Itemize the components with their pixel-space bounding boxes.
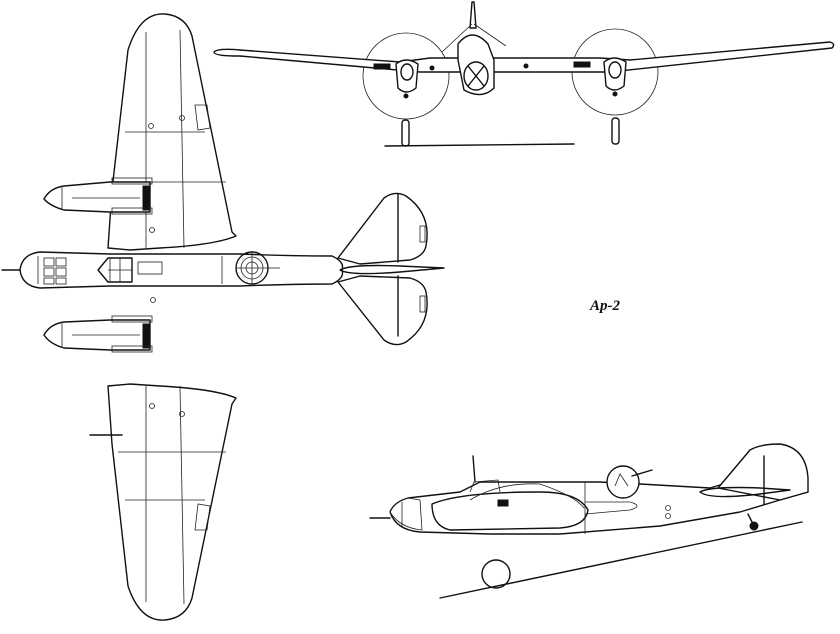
front-view-drawing xyxy=(213,1,835,147)
top-view-drawing xyxy=(1,13,445,621)
side-view xyxy=(360,430,840,634)
top-view xyxy=(1,13,445,621)
side-view-drawing xyxy=(369,443,809,599)
front-view xyxy=(210,0,840,160)
aircraft-designation-label: Ap-2 xyxy=(590,298,620,314)
